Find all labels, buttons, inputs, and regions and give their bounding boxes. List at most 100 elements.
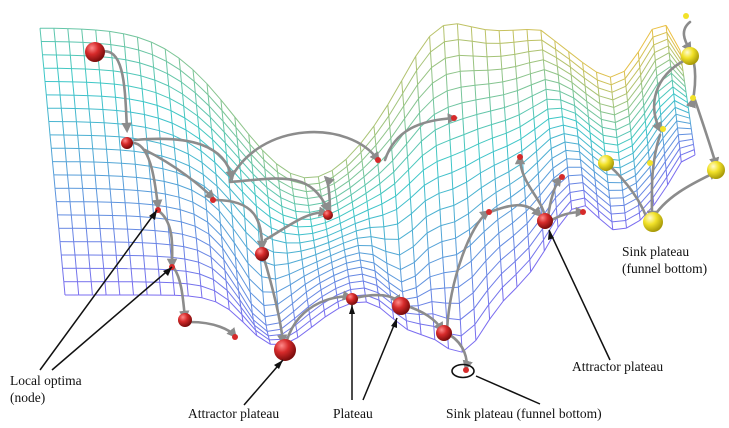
mesh-line: [141, 88, 157, 94]
mesh-line: [80, 175, 84, 189]
mesh-line: [47, 108, 50, 122]
mesh-line: [101, 95, 116, 98]
mesh-line: [249, 292, 252, 304]
mesh-line: [123, 33, 126, 47]
mesh-line: [250, 303, 253, 314]
mesh-line: [419, 98, 434, 114]
mesh-line: [636, 190, 639, 198]
mesh-line: [573, 97, 576, 106]
mesh-line: [656, 75, 659, 84]
mesh-line: [221, 235, 224, 249]
mesh-line: [220, 99, 236, 118]
mesh-line: [369, 227, 372, 237]
mesh-line: [501, 287, 504, 302]
mesh-line: [70, 214, 73, 229]
mesh-line: [472, 40, 487, 44]
mesh-line: [431, 301, 434, 314]
mesh-line: [314, 242, 329, 248]
mesh-line: [499, 43, 502, 57]
mesh-line: [304, 284, 307, 293]
mesh-line: [242, 321, 258, 336]
mesh-line: [187, 153, 190, 167]
mesh-line: [620, 167, 635, 176]
mesh-line: [332, 262, 347, 270]
mesh-line: [323, 301, 339, 311]
mesh-line: [515, 274, 518, 288]
transition-arrow: [172, 266, 190, 322]
mesh-line: [206, 210, 209, 223]
mesh-line: [341, 236, 344, 244]
mesh-line: [535, 140, 537, 152]
mesh-line: [193, 213, 208, 223]
mesh-line: [440, 225, 443, 242]
mesh-line: [544, 79, 547, 90]
mesh-line: [361, 144, 377, 161]
mesh-line: [489, 94, 504, 98]
mesh-line: [385, 251, 388, 264]
mesh-line: [483, 219, 499, 232]
mesh-line: [423, 161, 438, 171]
mesh-line: [471, 26, 486, 31]
mesh-line: [157, 255, 172, 258]
mesh-line: [225, 280, 241, 300]
mesh-line: [110, 44, 125, 48]
mesh-line: [84, 215, 87, 229]
mesh-line: [254, 324, 269, 337]
mesh-line: [551, 158, 554, 169]
mesh-line: [212, 139, 215, 152]
mesh-line: [405, 312, 420, 315]
mesh-line: [618, 145, 633, 154]
mesh-line: [350, 194, 353, 203]
local-optimum-node: [375, 157, 381, 163]
mesh-line: [208, 105, 224, 122]
mesh-line: [215, 301, 230, 311]
mesh-line: [443, 23, 458, 26]
mesh-line: [416, 70, 419, 85]
mesh-line: [331, 158, 347, 171]
mesh-line: [382, 215, 385, 227]
mesh-line: [226, 290, 229, 301]
mesh-line: [308, 296, 323, 308]
mesh-line: [611, 92, 614, 100]
mesh-line: [584, 197, 599, 211]
mesh-line: [602, 135, 605, 144]
mesh-line: [681, 65, 684, 72]
mesh-line: [290, 172, 305, 179]
mesh-line: [226, 289, 242, 308]
mesh-line: [131, 125, 134, 139]
mesh-line: [643, 105, 645, 114]
mesh-line: [266, 187, 269, 198]
label-plateau: Plateau: [333, 406, 373, 421]
mesh-line: [140, 75, 155, 81]
mesh-line: [595, 186, 610, 199]
mesh-line: [375, 277, 391, 291]
mesh-line: [512, 211, 527, 224]
mesh-line: [156, 105, 159, 119]
mesh-line: [623, 205, 626, 214]
mesh-line: [301, 254, 316, 260]
mesh-line: [388, 93, 404, 117]
mesh-line: [674, 107, 677, 115]
mesh-line: [182, 93, 197, 105]
mesh-line: [476, 110, 491, 115]
mesh-line: [582, 62, 584, 71]
mesh-line: [123, 189, 138, 191]
mesh-line: [638, 205, 640, 213]
mesh-line: [536, 151, 538, 163]
mesh-line: [661, 107, 676, 124]
mesh-line: [647, 143, 649, 152]
mesh-line: [519, 117, 535, 128]
mesh-line: [309, 302, 324, 315]
mesh-line: [415, 36, 431, 57]
mesh-line: [412, 246, 415, 263]
mesh-line: [455, 238, 458, 255]
mesh-line: [248, 134, 251, 145]
mesh-line: [482, 216, 485, 232]
mesh-line: [495, 192, 498, 207]
mesh-line: [450, 156, 453, 173]
mesh-line: [505, 133, 508, 147]
mesh-line: [103, 122, 106, 137]
mesh-line: [263, 159, 278, 173]
local-optimum-node: [274, 339, 296, 361]
transition-arrow: [448, 333, 473, 372]
